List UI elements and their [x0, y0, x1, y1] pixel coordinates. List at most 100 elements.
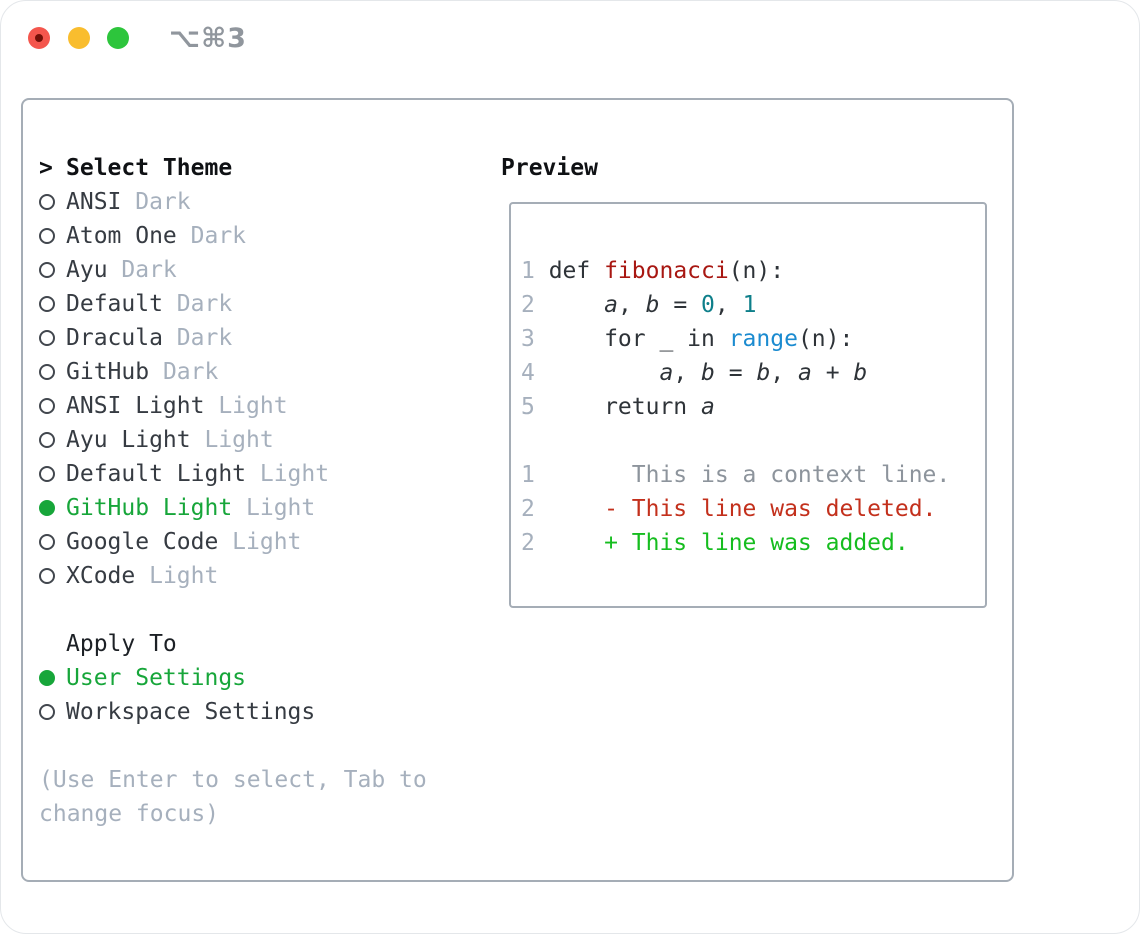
line-number: 2: [521, 496, 535, 522]
radio-marker: [39, 389, 66, 423]
code-content: def fibonacci(n):: [549, 258, 784, 284]
theme-option-label: ANSI Light: [66, 393, 205, 419]
theme-option-label: XCode: [66, 563, 136, 589]
close-button[interactable]: [28, 27, 50, 49]
heading-indent: [39, 627, 66, 661]
theme-variant-label: Dark: [190, 223, 247, 249]
theme-option-atom-one[interactable]: Atom One Dark: [39, 219, 479, 253]
radio-marker: [39, 253, 66, 287]
theme-variant-label: Dark: [176, 291, 233, 317]
theme-option-label: Ayu Light: [66, 427, 191, 453]
spacer: [39, 729, 479, 763]
apply-option-user-settings[interactable]: User Settings: [39, 661, 479, 695]
code-segment-var: a: [798, 360, 812, 386]
line-number: 2: [521, 292, 535, 318]
maximize-button[interactable]: [107, 27, 129, 49]
theme-option-label: Default Light: [66, 461, 247, 487]
radio-icon: [39, 330, 55, 346]
theme-option-label: Dracula: [66, 325, 163, 351]
code-segment-var: b: [645, 292, 660, 318]
code-segment-func: fibonacci: [604, 258, 729, 284]
code-segment-number: 0: [701, 292, 715, 318]
apply-to-title: Apply To: [66, 631, 177, 657]
code-content: - This line was deleted.: [549, 496, 936, 522]
theme-option-dracula[interactable]: Dracula Dark: [39, 321, 479, 355]
code-line: 2 + This line was added.: [521, 526, 985, 560]
line-number: 1: [521, 462, 535, 488]
theme-option-default[interactable]: Default Dark: [39, 287, 479, 321]
minimize-button[interactable]: [68, 27, 90, 49]
prompt-arrow-icon: >: [39, 155, 53, 181]
window-shortcut-label: ⌥⌘3: [169, 23, 247, 54]
theme-option-label: GitHub Light: [66, 495, 233, 521]
preview-title: Preview: [501, 155, 598, 181]
code-segment-code: for _ in: [548, 326, 729, 352]
code-line: 1 This is a context line.: [521, 458, 985, 492]
code-content: This is a context line.: [549, 462, 951, 488]
theme-variant-label: Light: [204, 427, 274, 453]
line-number: 2: [521, 530, 535, 556]
code-segment-code: +: [811, 360, 854, 386]
theme-option-label: Google Code: [66, 529, 219, 555]
radio-marker: [39, 491, 66, 525]
apply-option-workspace-settings[interactable]: Workspace Settings: [39, 695, 479, 729]
theme-variant-label: Light: [149, 563, 219, 589]
radio-icon: [39, 704, 55, 720]
apply-option-label: Workspace Settings: [66, 699, 316, 725]
radio-marker: [39, 219, 66, 253]
code-segment-code: ,: [714, 292, 743, 318]
code-content: for _ in range(n):: [548, 326, 854, 352]
code-line: [521, 424, 985, 458]
theme-variant-label: Light: [246, 495, 316, 521]
code-segment-context: This is a context line.: [548, 462, 951, 488]
code-content: a, b = b, a + b: [549, 360, 867, 386]
radio-marker: [39, 423, 66, 457]
code-line: 5 return a: [521, 390, 985, 424]
radio-marker: [39, 525, 66, 559]
radio-selected-icon: [39, 670, 55, 686]
code-segment-builtin: range: [728, 326, 798, 352]
radio-icon: [39, 364, 55, 380]
radio-selected-icon: [39, 500, 55, 516]
radio-icon: [39, 228, 55, 244]
spacer: [39, 593, 479, 627]
code-segment-var: a: [701, 394, 715, 420]
code-segment-code: ,: [673, 360, 702, 386]
code-segment-var: b: [701, 360, 715, 386]
code-line: 4 a, b = b, a + b: [521, 356, 985, 390]
window-titlebar: ⌥⌘3: [1, 1, 1139, 75]
code-segment-code: [549, 360, 660, 386]
code-segment-code: [549, 292, 604, 318]
code-segment-var: b: [756, 360, 771, 386]
code-segment-added: + This line was added.: [548, 530, 909, 556]
code-segment-code: ,: [770, 360, 798, 386]
code-segment-code: (n):: [797, 326, 854, 352]
theme-option-label: Atom One: [66, 223, 177, 249]
code-segment-code: (n):: [728, 258, 785, 284]
line-number: 5: [521, 394, 535, 420]
select-theme-heading-row: > Select Theme: [39, 151, 479, 185]
theme-variant-label: Dark: [162, 359, 219, 385]
radio-icon: [39, 262, 55, 278]
theme-variant-label: Dark: [176, 325, 233, 351]
theme-option-github[interactable]: GitHub Dark: [39, 355, 479, 389]
theme-option-ayu-light[interactable]: Ayu Light Light: [39, 423, 479, 457]
radio-marker: [39, 695, 66, 729]
code-segment-code: def: [548, 258, 605, 284]
theme-option-github-light[interactable]: GitHub Light Light: [39, 491, 479, 525]
radio-marker: [39, 661, 66, 695]
code-segment-var: a: [604, 292, 618, 318]
theme-variant-label: Dark: [135, 189, 191, 215]
theme-option-label: Default: [66, 291, 163, 317]
theme-option-xcode[interactable]: XCode Light: [39, 559, 479, 593]
theme-option-label: GitHub: [66, 359, 150, 385]
